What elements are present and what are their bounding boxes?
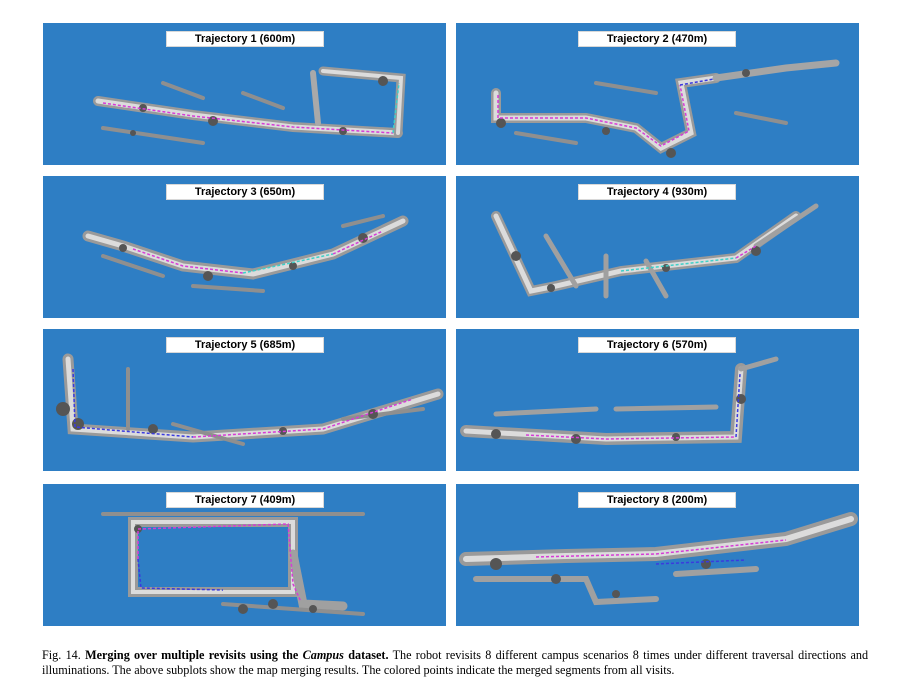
panel-label: Trajectory 7 (409m) [166,492,324,508]
panel-label: Trajectory 4 (930m) [578,184,736,200]
panel-trajectory-5: Trajectory 5 (685m) [43,329,446,471]
panel-label: Trajectory 1 (600m) [166,31,324,47]
panel-trajectory-2: Trajectory 2 (470m) [456,23,859,165]
caption-fig-number: Fig. 14. [42,648,81,662]
panel-label: Trajectory 8 (200m) [578,492,736,508]
figure-caption: Fig. 14. Merging over multiple revisits … [42,648,868,678]
point-cloud-map-6 [460,356,779,446]
panel-label: Trajectory 6 (570m) [578,337,736,353]
point-cloud-map-5 [56,353,444,446]
panel-trajectory-3: Trajectory 3 (650m) [43,176,446,318]
point-cloud-map-2 [491,59,840,158]
panel-trajectory-7: Trajectory 7 (409m) [43,484,446,626]
point-cloud-map-1 [93,66,406,145]
caption-bold-title-1: Merging over multiple revisits using the [85,648,299,662]
panel-trajectory-6: Trajectory 6 (570m) [456,329,859,471]
panel-trajectory-1: Trajectory 1 (600m) [43,23,446,165]
point-cloud-map-3 [82,214,409,293]
caption-body: The robot revisits 8 different campus sc… [42,648,869,677]
point-cloud-map-4 [491,203,819,299]
panel-trajectory-8: Trajectory 8 (200m) [456,484,859,626]
point-cloud-map-7 [101,512,365,616]
panel-label: Trajectory 3 (650m) [166,184,324,200]
point-cloud-map-8 [459,512,858,606]
panel-trajectory-4: Trajectory 4 (930m) [456,176,859,318]
panel-label: Trajectory 2 (470m) [578,31,736,47]
caption-bold-title-2: dataset. [348,648,389,662]
caption-italic-dataset: Campus [302,648,344,662]
panel-label: Trajectory 5 (685m) [166,337,324,353]
